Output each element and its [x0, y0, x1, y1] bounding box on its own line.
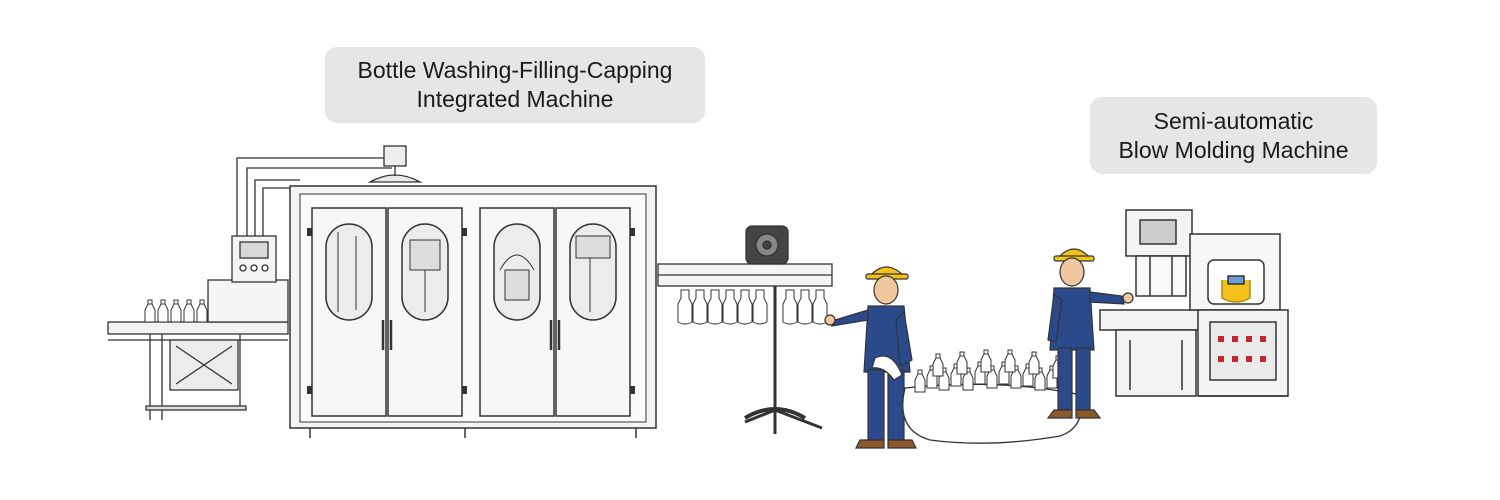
infeed-conveyor — [107, 279, 289, 420]
label-line-2: Blow Molding Machine — [1118, 136, 1349, 163]
label-line-2: Integrated Machine — [416, 86, 614, 112]
overhead-pipe — [236, 145, 423, 240]
outfeed-conveyor — [657, 225, 833, 434]
label-line-1: Bottle Washing-Filling-Capping — [357, 57, 673, 83]
label-line-1: Semi-automatic — [1153, 107, 1314, 134]
washing-filling-capping-machine-label: Bottle Washing-Filling-Capping Integrate… — [325, 47, 705, 123]
worker-left — [824, 266, 917, 449]
control-panel — [231, 235, 277, 283]
bottle-group — [144, 299, 208, 323]
worker-right — [1046, 248, 1134, 419]
washing-filling-capping-machine — [289, 185, 657, 438]
blow-molding-machine-label: Semi-automatic Blow Molding Machine — [1090, 97, 1377, 174]
bottle-pile-bag — [902, 383, 1083, 444]
blow-molding-machine — [1099, 209, 1289, 397]
hanging-bottles — [677, 289, 828, 325]
